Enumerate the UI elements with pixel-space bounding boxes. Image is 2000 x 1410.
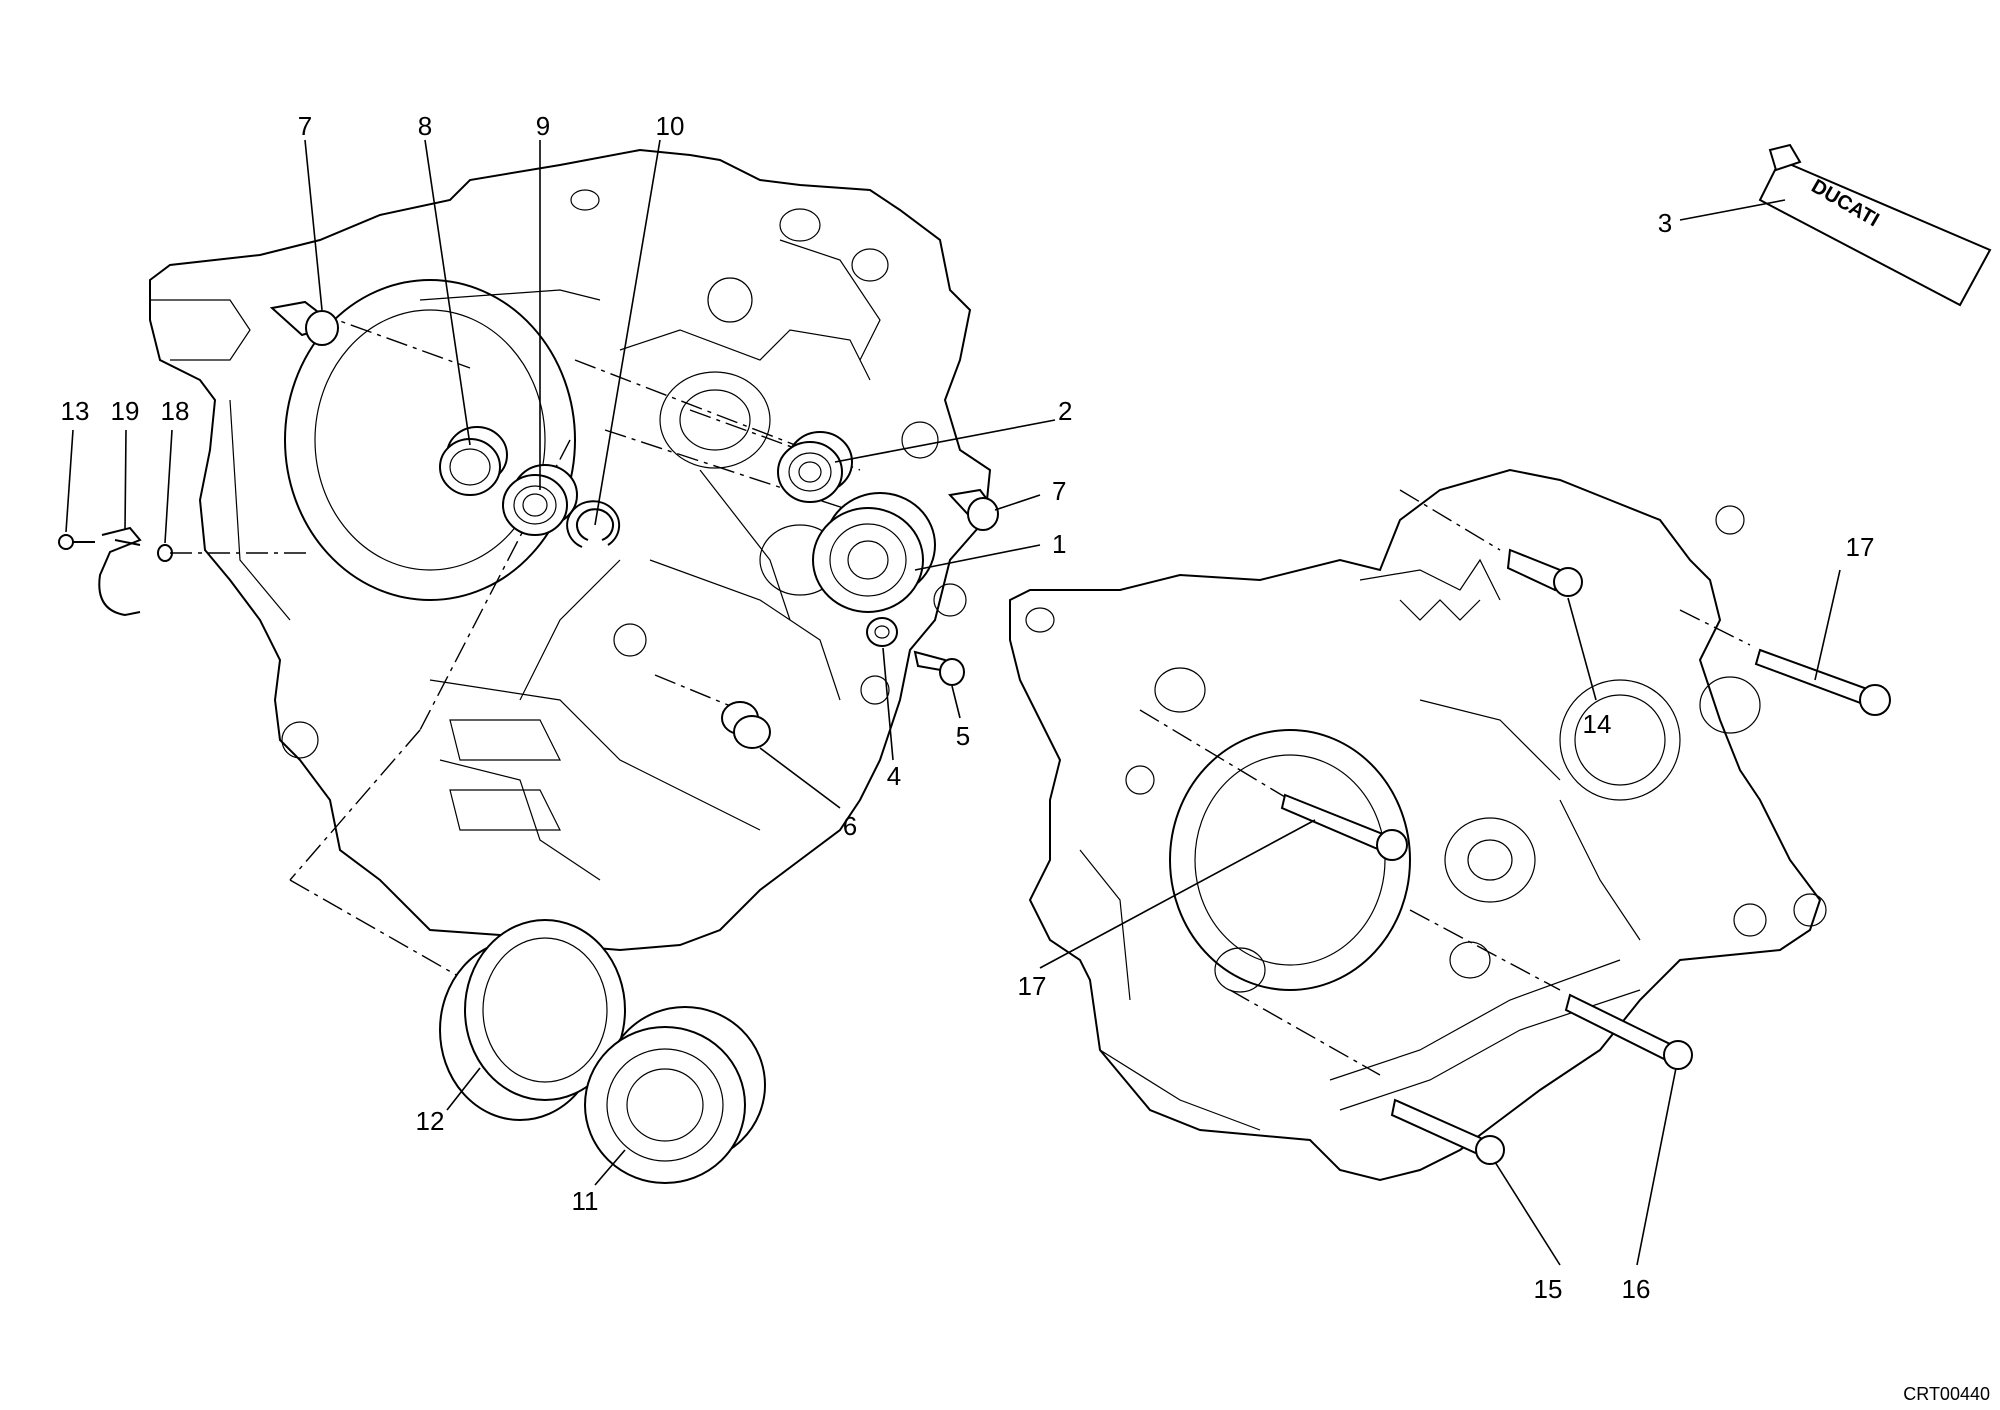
dowel-pin-right (948, 488, 999, 531)
hook-clip-19 (98, 526, 142, 617)
callout-10: 10 (656, 111, 685, 141)
leader-lines (65, 139, 1841, 1266)
oil-seal-8 (439, 426, 508, 496)
assembly-center-lines (170, 311, 1751, 1081)
callout-17-center: 17 (1018, 971, 1047, 1001)
bolt-16 (1564, 993, 1693, 1070)
circlip-10 (566, 500, 621, 548)
oring-18 (157, 544, 173, 562)
callout-6: 6 (843, 811, 857, 841)
bolt-14 (1506, 548, 1583, 597)
callout-15: 15 (1534, 1274, 1563, 1304)
right-crankcase-half (1009, 468, 1827, 1182)
plug-6 (721, 701, 771, 749)
ball-bearing-2 (777, 431, 853, 503)
callout-7-right: 7 (1052, 476, 1066, 506)
callout-labels: 7 8 9 10 2 7 1 4 5 6 12 11 13 19 18 3 14… (61, 111, 1875, 1304)
bolt-17-center (1280, 793, 1408, 861)
callout-2: 2 (1058, 396, 1072, 426)
callout-16: 16 (1622, 1274, 1651, 1304)
callout-11: 11 (572, 1186, 599, 1216)
callout-8: 8 (418, 111, 432, 141)
screw-5 (913, 650, 965, 686)
bearing-ring-12 (439, 919, 626, 1121)
dowel-pin-upper (269, 300, 339, 346)
bolt-15 (1390, 1098, 1505, 1165)
bolt-17-right (1754, 648, 1891, 716)
callout-5: 5 (956, 721, 970, 751)
callout-12: 12 (416, 1106, 445, 1136)
callout-17-right: 17 (1846, 532, 1875, 562)
ball-bearing-9 (502, 464, 578, 536)
callout-3: 3 (1658, 208, 1672, 238)
callout-1: 1 (1052, 529, 1066, 559)
drawing-code: CRT00440 (1903, 1384, 1990, 1404)
main-bearing-1 (812, 492, 936, 613)
washer-4 (866, 617, 898, 647)
sealant-tube-3: DUCATI (1758, 143, 1992, 307)
callout-14: 14 (1583, 709, 1612, 739)
screw-13 (58, 534, 95, 550)
callout-18: 18 (161, 396, 190, 426)
roller-bearing-11 (584, 1006, 766, 1184)
callout-4: 4 (887, 761, 901, 791)
callout-7-upper: 7 (298, 111, 312, 141)
left-crankcase-half (149, 148, 992, 952)
callout-9: 9 (536, 111, 550, 141)
callout-13: 13 (61, 396, 90, 426)
callout-19: 19 (111, 396, 140, 426)
